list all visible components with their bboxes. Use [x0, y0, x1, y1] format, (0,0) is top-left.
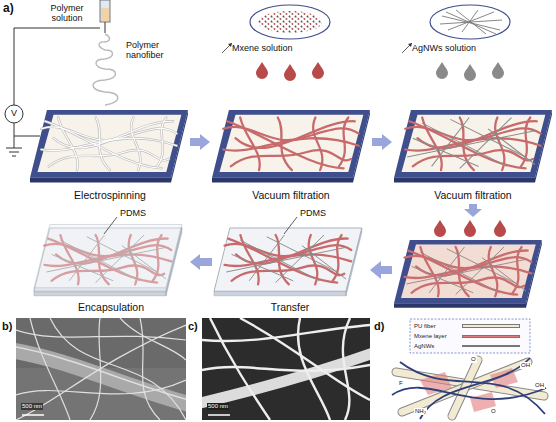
step-arrow	[370, 261, 392, 279]
voltage-symbol: V	[8, 108, 20, 118]
legend-text: PU fiber	[414, 322, 436, 330]
functional-group: O	[470, 356, 477, 363]
network-schematic	[388, 318, 554, 420]
functional-group: OH	[520, 362, 531, 369]
component-label: Polymer solution	[38, 3, 96, 24]
sem-image	[202, 318, 370, 420]
process-arrow	[372, 134, 392, 150]
component-label: Polymer nanofiber	[126, 40, 186, 61]
agnw-solution	[402, 5, 510, 81]
solution-label: AgNWs solution	[412, 43, 476, 53]
legend-text: Mxene layer	[414, 332, 447, 340]
functional-group: NH₂	[414, 408, 427, 415]
panel-label: a)	[3, 2, 14, 16]
panel-label: d)	[374, 320, 384, 333]
process-step: Encapsulation	[32, 226, 190, 314]
sem-image	[16, 318, 186, 420]
mxene-solution	[222, 5, 330, 81]
legend-swatch	[462, 335, 520, 338]
process-step: Transfer	[212, 226, 368, 314]
leader-line	[104, 217, 117, 234]
functional-group: F	[398, 380, 404, 387]
fiber-jet	[93, 34, 118, 105]
legend-text: AgNWs	[414, 342, 434, 350]
electrospun-mat	[30, 110, 188, 182]
mxene-drops	[434, 220, 506, 237]
hybrid-mat	[394, 240, 542, 308]
step-caption: Encapsulation	[78, 301, 144, 314]
transfer-film	[214, 228, 362, 296]
process-arrow	[190, 254, 212, 270]
panel-label: c)	[188, 320, 198, 333]
scale-bar-label: 500 nm	[21, 403, 43, 410]
agnw-mat	[394, 110, 552, 182]
panel-label: b)	[2, 320, 12, 333]
step-caption: Vacuum filtration	[252, 189, 329, 202]
mxene-mat	[212, 110, 370, 182]
leader-line	[284, 217, 297, 234]
scale-bar-label: 500 nm	[207, 403, 229, 410]
step-caption: Vacuum filtration	[434, 189, 511, 202]
solution-label: Mxene solution	[232, 43, 293, 53]
legend-swatch	[462, 345, 520, 347]
functional-group: OH	[534, 382, 545, 389]
process-step: Vacuum filtration	[392, 105, 554, 202]
step-arrow	[464, 204, 482, 217]
legend-swatch	[462, 324, 520, 328]
layer-label: PDMS	[120, 208, 146, 218]
functional-group: O	[490, 408, 497, 415]
process-step: Electrospinning	[30, 105, 190, 202]
layer-label: PDMS	[300, 208, 326, 218]
process-step: Vacuum filtration	[210, 105, 372, 202]
syringe	[100, 0, 110, 33]
step-caption: Electrospinning	[74, 189, 146, 202]
process-arrow	[190, 134, 210, 150]
encapsulated-film	[34, 224, 182, 295]
step-caption: Transfer	[271, 301, 310, 314]
